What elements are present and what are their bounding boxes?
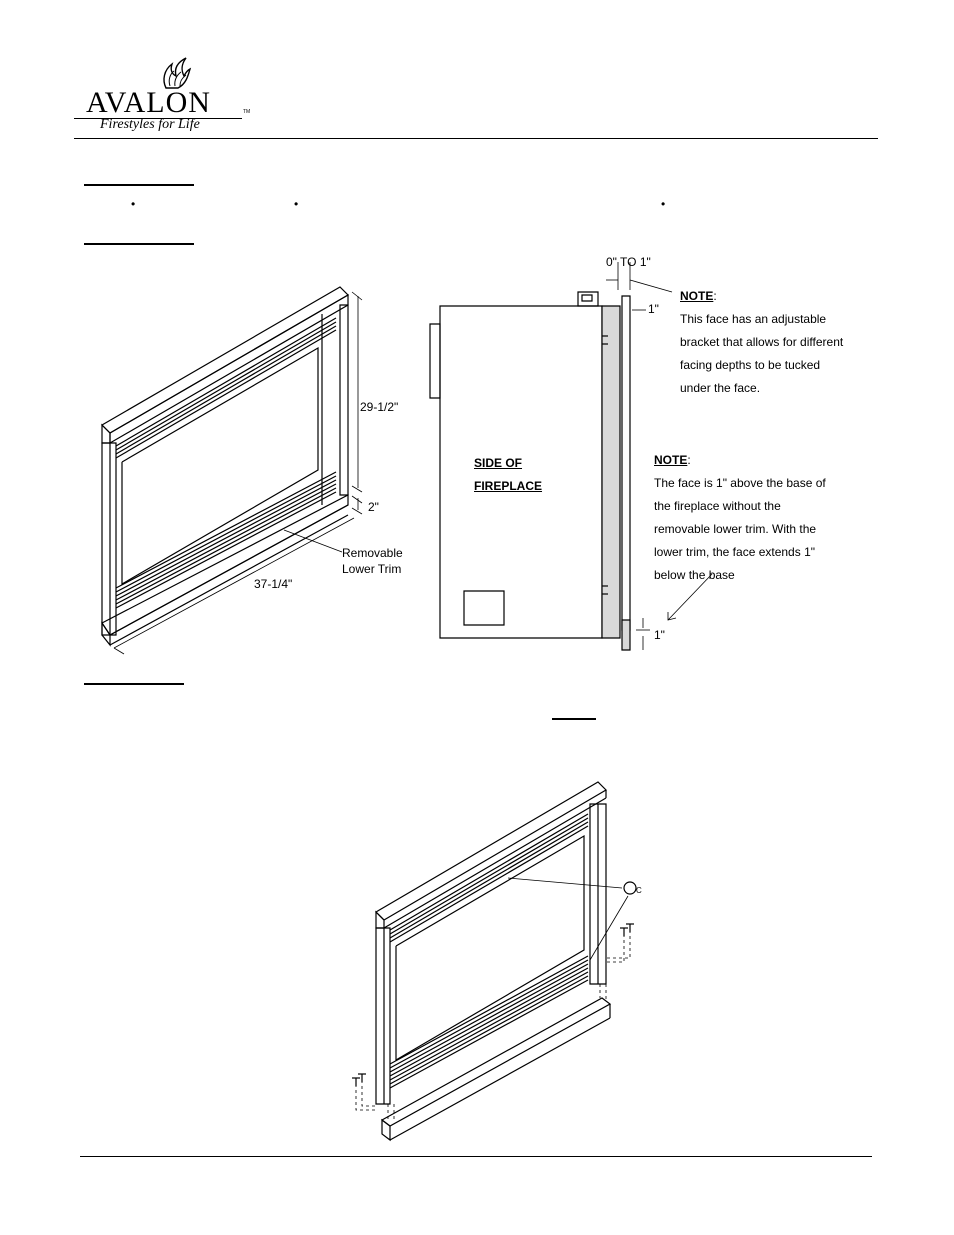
- side-of-fireplace-label-line2: FIREPLACE: [474, 479, 543, 493]
- removable-trim-label-line1: Removable: [342, 546, 403, 560]
- height-dimension-label: 29-1/2": [360, 400, 399, 414]
- note1-line: facing depths to be tucked: [680, 358, 821, 372]
- note1-line: under the face.: [680, 381, 761, 395]
- brand-logo: AVALON: [86, 86, 211, 119]
- footer-divider: [80, 1156, 872, 1157]
- note2-line: the fireplace without the: [654, 499, 781, 513]
- side-of-fireplace-label-line1: SIDE OF: [474, 456, 523, 470]
- top-offset-label: 1": [648, 302, 659, 316]
- note2-line: below the base: [654, 568, 735, 582]
- trim-dimension-label: 2": [368, 500, 379, 514]
- bullet-3: •: [661, 197, 666, 211]
- section-heading-rule-3: [84, 683, 184, 685]
- bullet-2: •: [294, 197, 299, 211]
- flame-logo-icon: [160, 56, 192, 90]
- emphasis-underline: [552, 718, 596, 720]
- note2-line: removable lower trim. With the: [654, 522, 817, 536]
- section-heading-rule-1: [84, 184, 194, 186]
- logo-underline: [74, 118, 242, 119]
- note2-line: lower trim, the face extends 1": [654, 545, 815, 559]
- note2-heading: NOTE: [654, 453, 688, 467]
- note2-line: The face is 1" above the base of: [654, 476, 826, 490]
- note1-line: bracket that allows for different: [680, 335, 844, 349]
- bullet-1: •: [131, 197, 136, 211]
- brand-tagline: Firestyles for Life: [100, 117, 200, 132]
- note1-heading: NOTE: [680, 289, 714, 303]
- note1-line: This face has an adjustable: [680, 312, 827, 326]
- note-face-height: NOTE: The face is 1" above the base of t…: [654, 449, 854, 587]
- width-dimension-label: 37-1/4": [254, 577, 293, 591]
- removable-trim-label-line2: Lower Trim: [342, 562, 402, 576]
- bottom-offset-label: 1": [654, 628, 665, 642]
- header-divider: [74, 138, 878, 139]
- trademark: TM: [243, 109, 251, 115]
- section-heading-rule-2: [84, 243, 194, 245]
- gap-dimension-label: 0" TO 1": [606, 255, 651, 269]
- note-adjustable-bracket: NOTE: This face has an adjustable bracke…: [680, 285, 860, 400]
- callout-c-label: C: [636, 886, 642, 895]
